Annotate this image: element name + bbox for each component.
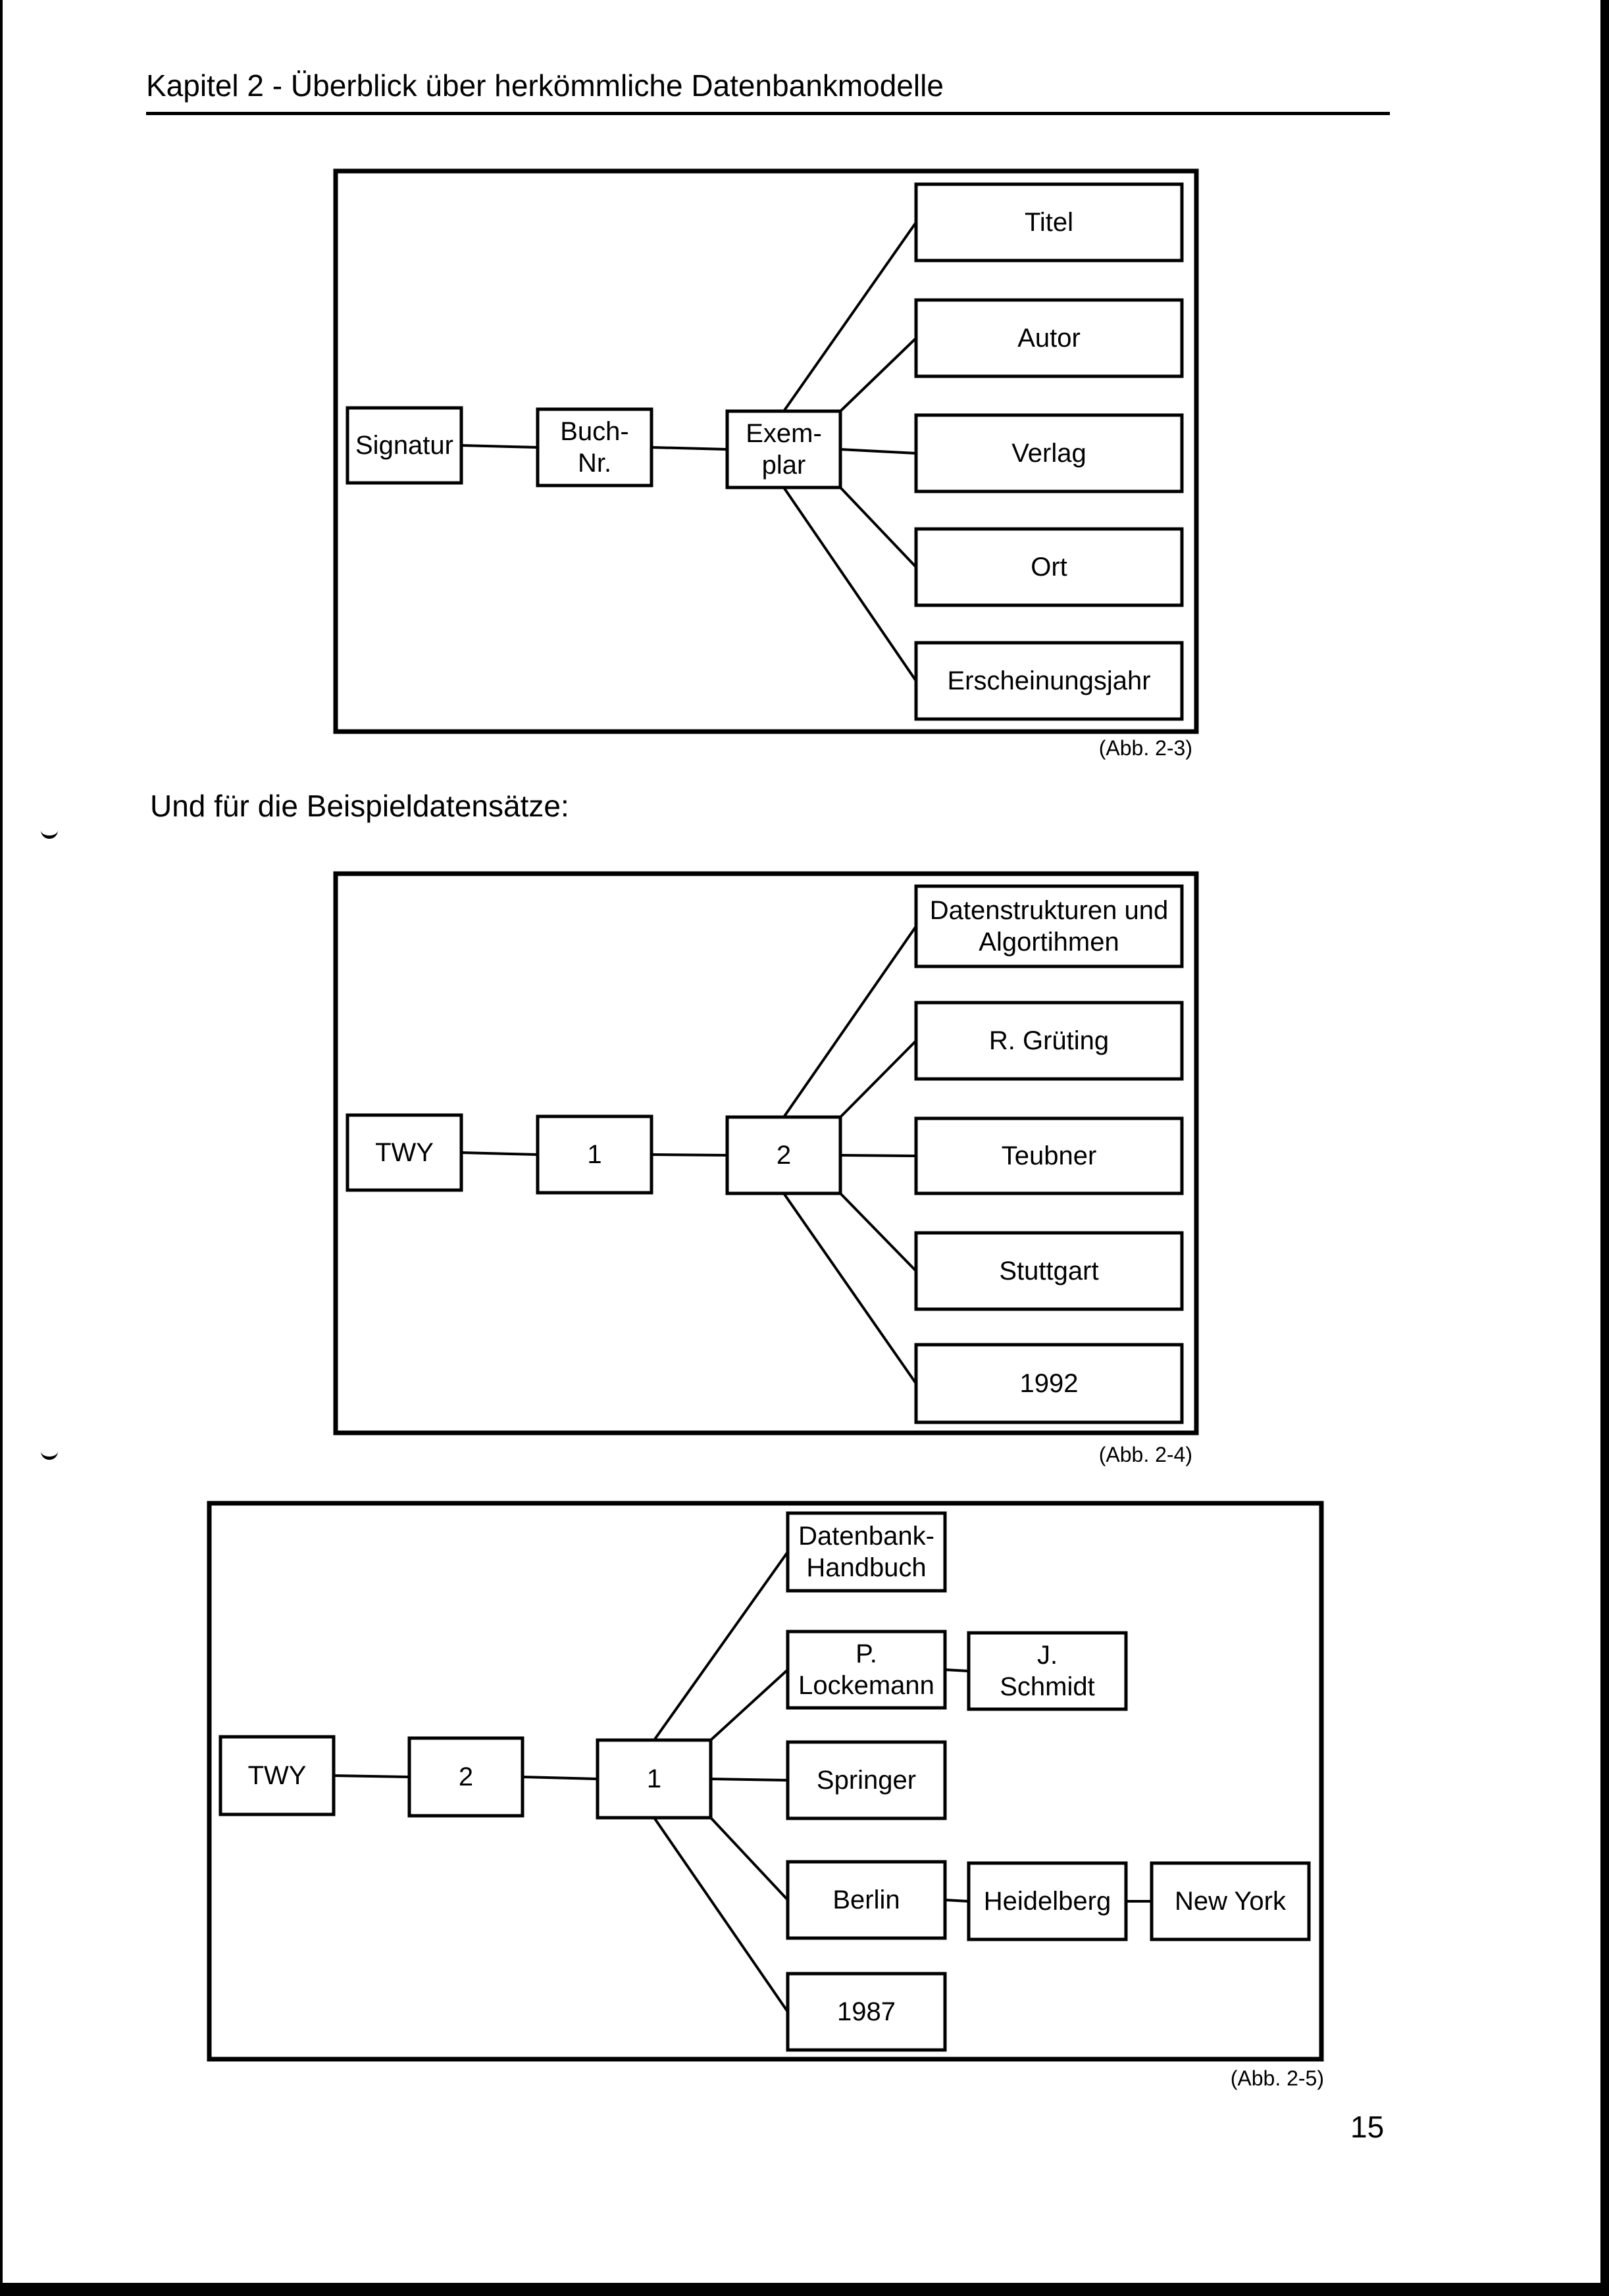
figure-caption: (Abb. 2-5) bbox=[1231, 2066, 1324, 2090]
chain-node-box bbox=[536, 1114, 653, 1195]
child-node-box bbox=[914, 182, 1184, 262]
child-node-box bbox=[786, 1972, 947, 2052]
connector-line bbox=[839, 1192, 917, 1272]
child-node-label: Erscheinungsjahr bbox=[947, 666, 1150, 695]
child-node-box bbox=[914, 413, 1184, 493]
chain-node-box bbox=[218, 1735, 336, 1816]
connector-line bbox=[651, 446, 728, 451]
extra-node-label: Schmidt bbox=[1000, 1672, 1095, 1701]
child-node-label: Verlag bbox=[1011, 439, 1086, 468]
chain-node-label: plar bbox=[762, 451, 806, 480]
chain-node-label: Buch- bbox=[560, 417, 629, 446]
chain-node-box bbox=[725, 409, 842, 489]
child-node-label: 1992 bbox=[1020, 1369, 1079, 1398]
child-node-label: Datenbank- bbox=[798, 1522, 934, 1551]
connector-line bbox=[944, 1668, 969, 1672]
connector-line bbox=[840, 1154, 917, 1157]
child-node-label: Ort bbox=[1031, 553, 1067, 582]
punch-mark bbox=[41, 828, 58, 839]
chain-node-box bbox=[407, 1736, 524, 1818]
child-node-label: Algortihmen bbox=[979, 928, 1119, 957]
connector-line bbox=[840, 448, 917, 455]
child-node-label: Springer bbox=[817, 1766, 916, 1795]
connector-line bbox=[710, 1778, 788, 1782]
child-node-box bbox=[914, 1116, 1184, 1195]
chain-node-label: TWY bbox=[248, 1761, 307, 1790]
connector-line bbox=[461, 1151, 538, 1156]
chain-node-box bbox=[345, 1113, 463, 1192]
child-node-box bbox=[914, 641, 1184, 721]
connector-line bbox=[709, 1668, 789, 1741]
chain-node-box bbox=[345, 406, 463, 485]
chain-node-box bbox=[725, 1115, 842, 1195]
child-node-box bbox=[914, 1343, 1184, 1424]
connector-line bbox=[333, 1774, 410, 1778]
child-node-label: Titel bbox=[1025, 208, 1073, 237]
child-node-box bbox=[914, 1001, 1184, 1081]
extra-node-label: J. bbox=[1037, 1641, 1058, 1670]
connector-line bbox=[782, 925, 917, 1118]
extra-node-label: Heidelberg bbox=[984, 1887, 1111, 1916]
connector-line bbox=[839, 486, 917, 568]
connector-line bbox=[653, 1816, 789, 2013]
connector-line bbox=[653, 1551, 789, 1741]
intro-text: Und für die Beispieldatensätze: bbox=[150, 789, 569, 823]
child-node-label: R. Grüting bbox=[989, 1026, 1109, 1055]
connector-line bbox=[944, 1899, 969, 1903]
child-node-label: Handbuch bbox=[806, 1553, 926, 1582]
connector-line bbox=[709, 1816, 789, 1901]
chain-node-label: 2 bbox=[777, 1141, 791, 1170]
figure-frame bbox=[207, 1501, 1324, 2062]
child-node-label: Teubner bbox=[1002, 1141, 1097, 1170]
child-node-label: Datenstrukturen und bbox=[930, 896, 1168, 925]
chain-node-label: 1 bbox=[647, 1764, 661, 1793]
child-node-box bbox=[914, 1231, 1184, 1311]
page-number: 15 bbox=[1350, 2110, 1385, 2144]
chain-node-label: Exem- bbox=[746, 419, 822, 448]
child-node-box bbox=[914, 527, 1184, 607]
figure-caption: (Abb. 2-4) bbox=[1099, 1443, 1192, 1466]
scan-edge-bottom bbox=[0, 2283, 1609, 2296]
child-node-box bbox=[914, 298, 1184, 378]
child-node-box bbox=[786, 1511, 947, 1593]
connector-line bbox=[522, 1776, 598, 1780]
chain-node-label: 1 bbox=[587, 1140, 601, 1169]
child-node-box bbox=[786, 1630, 947, 1710]
child-node-label: Autor bbox=[1017, 324, 1081, 353]
connector-line bbox=[782, 1192, 917, 1385]
child-node-label: P. bbox=[856, 1639, 877, 1668]
child-node-box bbox=[914, 884, 1184, 968]
connector-line bbox=[782, 221, 917, 412]
child-node-label: Stuttgart bbox=[999, 1257, 1098, 1285]
chain-node-label: Nr. bbox=[578, 449, 611, 478]
connector-line bbox=[839, 337, 917, 412]
connector-line bbox=[461, 444, 538, 449]
child-node-label: Berlin bbox=[832, 1885, 900, 1914]
header-rule bbox=[146, 112, 1390, 115]
extra-node-box bbox=[1150, 1861, 1311, 1941]
child-node-label: Lockemann bbox=[798, 1671, 934, 1700]
connector-line bbox=[839, 1039, 917, 1118]
chain-node-box bbox=[596, 1738, 713, 1820]
chain-node-box bbox=[536, 407, 653, 487]
chain-node-label: Signatur bbox=[355, 431, 453, 460]
scan-edge-left bbox=[0, 0, 3, 2296]
chain-node-label: TWY bbox=[375, 1138, 434, 1167]
figure-frame bbox=[333, 168, 1199, 734]
extra-node-box bbox=[967, 1861, 1128, 1941]
child-node-box bbox=[786, 1740, 947, 1820]
child-node-label: 1987 bbox=[837, 1997, 896, 2026]
scan-edge-right bbox=[1600, 0, 1609, 2296]
figure-frame bbox=[333, 871, 1199, 1435]
chain-node-label: 2 bbox=[459, 1762, 473, 1791]
child-node-box bbox=[786, 1860, 947, 1940]
figure-caption: (Abb. 2-3) bbox=[1099, 736, 1192, 760]
connector-line bbox=[782, 486, 917, 682]
extra-node-box bbox=[967, 1631, 1128, 1711]
running-head: Kapitel 2 - Überblick über herkömmliche … bbox=[146, 68, 944, 103]
extra-node-label: New York bbox=[1175, 1887, 1287, 1916]
punch-mark bbox=[41, 1449, 58, 1460]
